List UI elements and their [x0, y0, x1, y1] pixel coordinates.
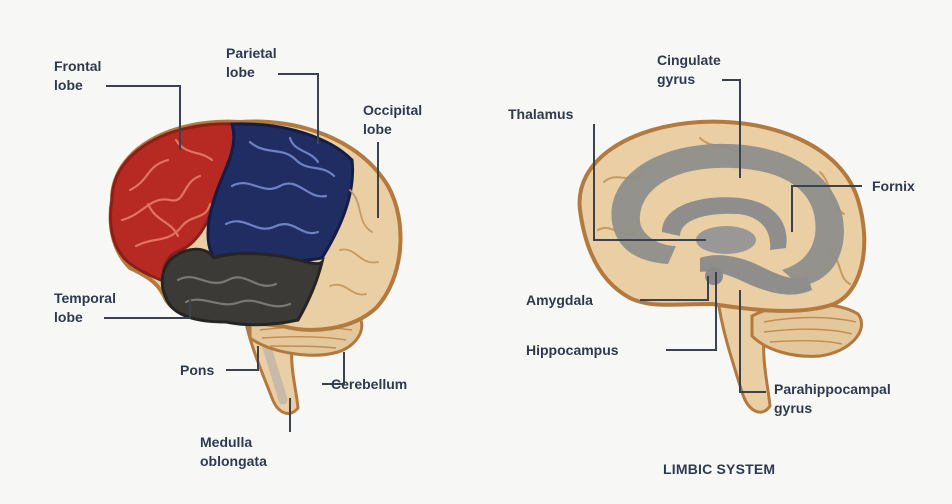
temporal-lobe	[162, 249, 322, 325]
amygdala-label: Amygdala	[526, 291, 593, 310]
occipital-lobe-label: Occipital lobe	[363, 101, 422, 139]
cerebellum-label: Cerebellum	[331, 375, 407, 394]
frontal-lobe-label: Frontal lobe	[54, 57, 101, 95]
medulla-oblongata-label: Medulla oblongata	[200, 433, 267, 471]
temporal-lobe-label: Temporal lobe	[54, 289, 116, 327]
fornix-label: Fornix	[872, 177, 915, 196]
medial-brain	[580, 122, 865, 413]
pons-label: Pons	[180, 361, 214, 380]
limbic-system-caption: LIMBIC SYSTEM	[663, 460, 775, 479]
hippocampus-label: Hippocampus	[526, 341, 619, 360]
parietal-lobe-label: Parietal lobe	[226, 44, 277, 82]
parahippocampal-gyrus-label: Parahippocampal gyrus	[774, 380, 891, 418]
cingulate-gyrus-label: Cingulate gyrus	[657, 51, 721, 89]
thalamus-label: Thalamus	[508, 105, 573, 124]
